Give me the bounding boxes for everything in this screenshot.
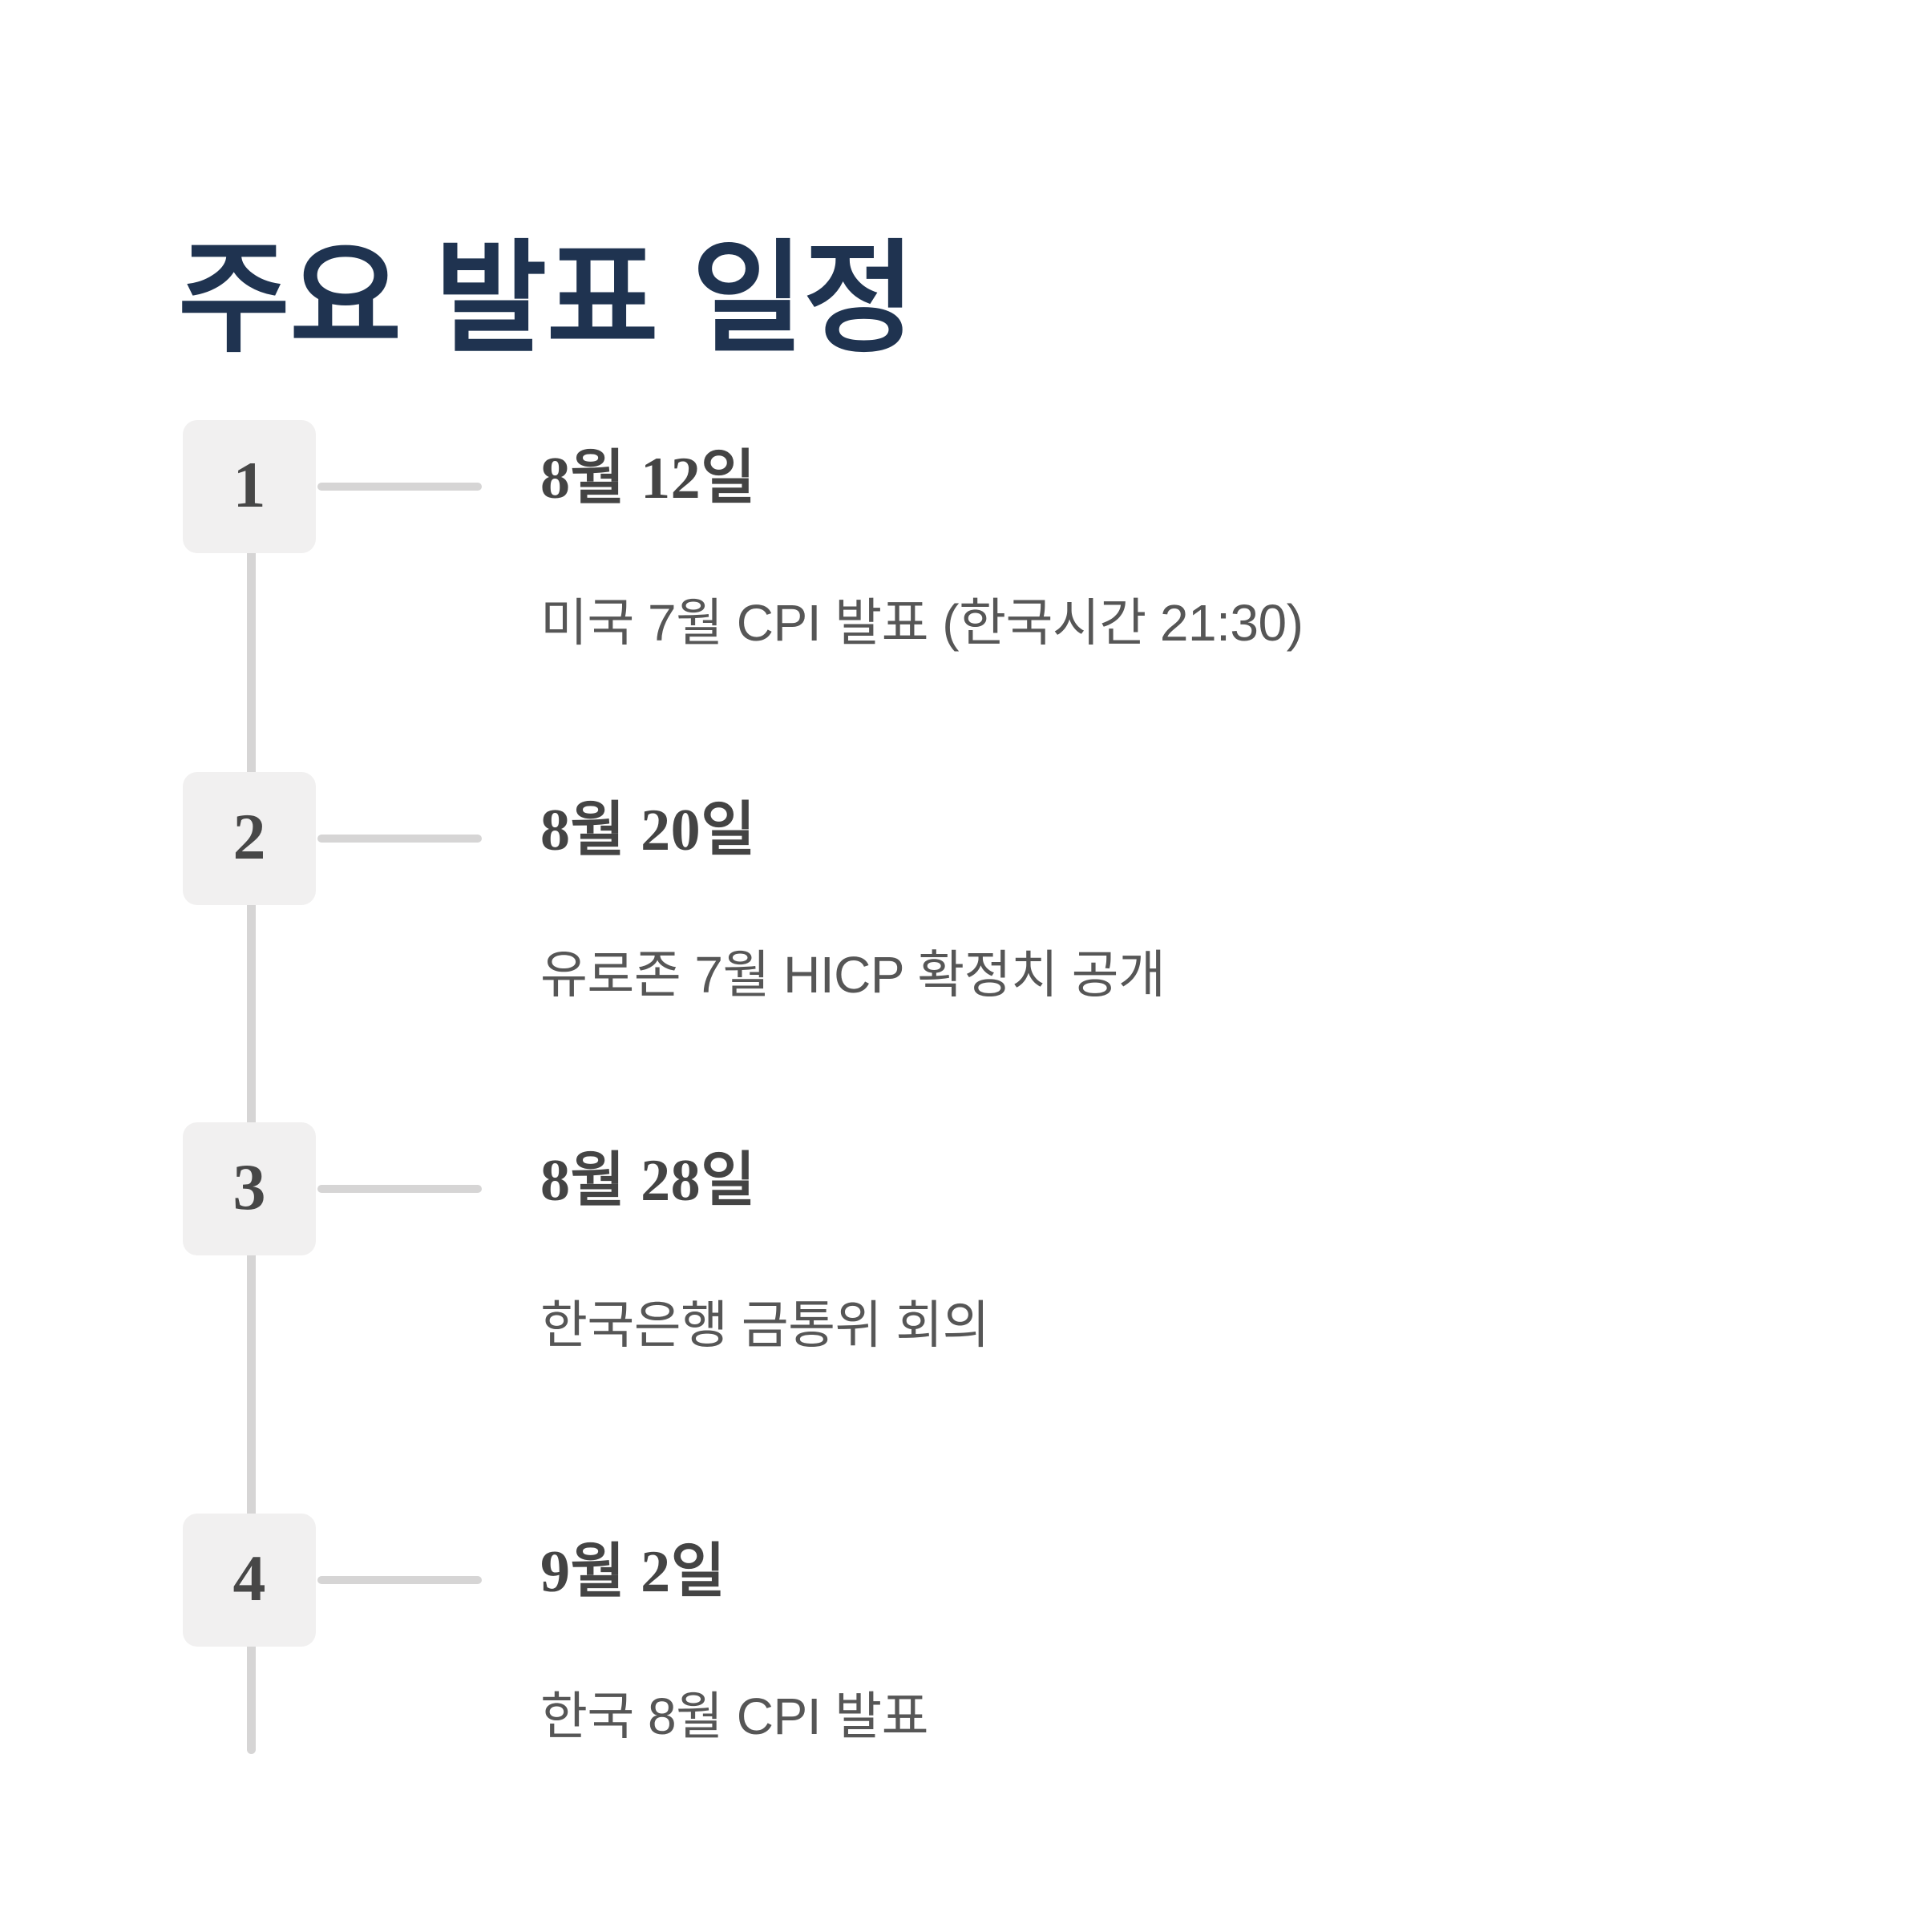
timeline-step-badge[interactable]: 3 (183, 1122, 316, 1255)
timeline-item-body: 8월 28일 (540, 1151, 756, 1211)
timeline-item-description-wrap: 유로존 7월 HICP 확정치 공개 (540, 946, 1166, 1004)
timeline-item-body: 9월 2일 (540, 1542, 726, 1602)
timeline-connector-line (317, 1576, 482, 1584)
timeline-item-date: 8월 28일 (540, 1148, 756, 1214)
timeline-item-date: 8월 20일 (540, 798, 756, 863)
timeline-step-number: 3 (232, 1150, 266, 1223)
timeline-step-number: 2 (232, 800, 266, 873)
timeline-step-number: 4 (232, 1542, 266, 1615)
timeline-vertical-line (247, 439, 256, 1754)
timeline-step-badge[interactable]: 2 (183, 772, 316, 905)
timeline-item-body: 8월 20일 (540, 801, 756, 860)
timeline-item-description: 한국 8월 CPI 발표 (540, 1687, 929, 1745)
timeline-step-badge[interactable]: 4 (183, 1514, 316, 1647)
timeline-item-description-wrap: 한국은행 금통위 회의 (540, 1299, 989, 1351)
timeline-item-body: 8월 12일 (540, 449, 756, 508)
timeline-item-date: 8월 12일 (540, 446, 756, 511)
timeline-item-description: 유로존 7월 HICP 확정치 공개 (540, 946, 1166, 1004)
timeline-connector-line (317, 483, 482, 491)
timeline-item-description: 미국 7월 CPI 발표 (한국시간 21:30) (540, 594, 1304, 652)
timeline-connector-line (317, 1185, 482, 1193)
timeline-item-description-wrap: 미국 7월 CPI 발표 (한국시간 21:30) (540, 594, 1304, 652)
timeline-item-description: 한국은행 금통위 회의 (540, 1296, 989, 1354)
timeline-connector-line (317, 835, 482, 843)
page-title: 주요 발표 일정 (178, 230, 916, 367)
timeline-step-badge[interactable]: 1 (183, 420, 316, 553)
timeline-step-number: 1 (232, 448, 266, 521)
timeline-item-description-wrap: 한국 8월 CPI 발표 (540, 1687, 929, 1745)
timeline-item-date: 9월 2일 (540, 1539, 726, 1605)
